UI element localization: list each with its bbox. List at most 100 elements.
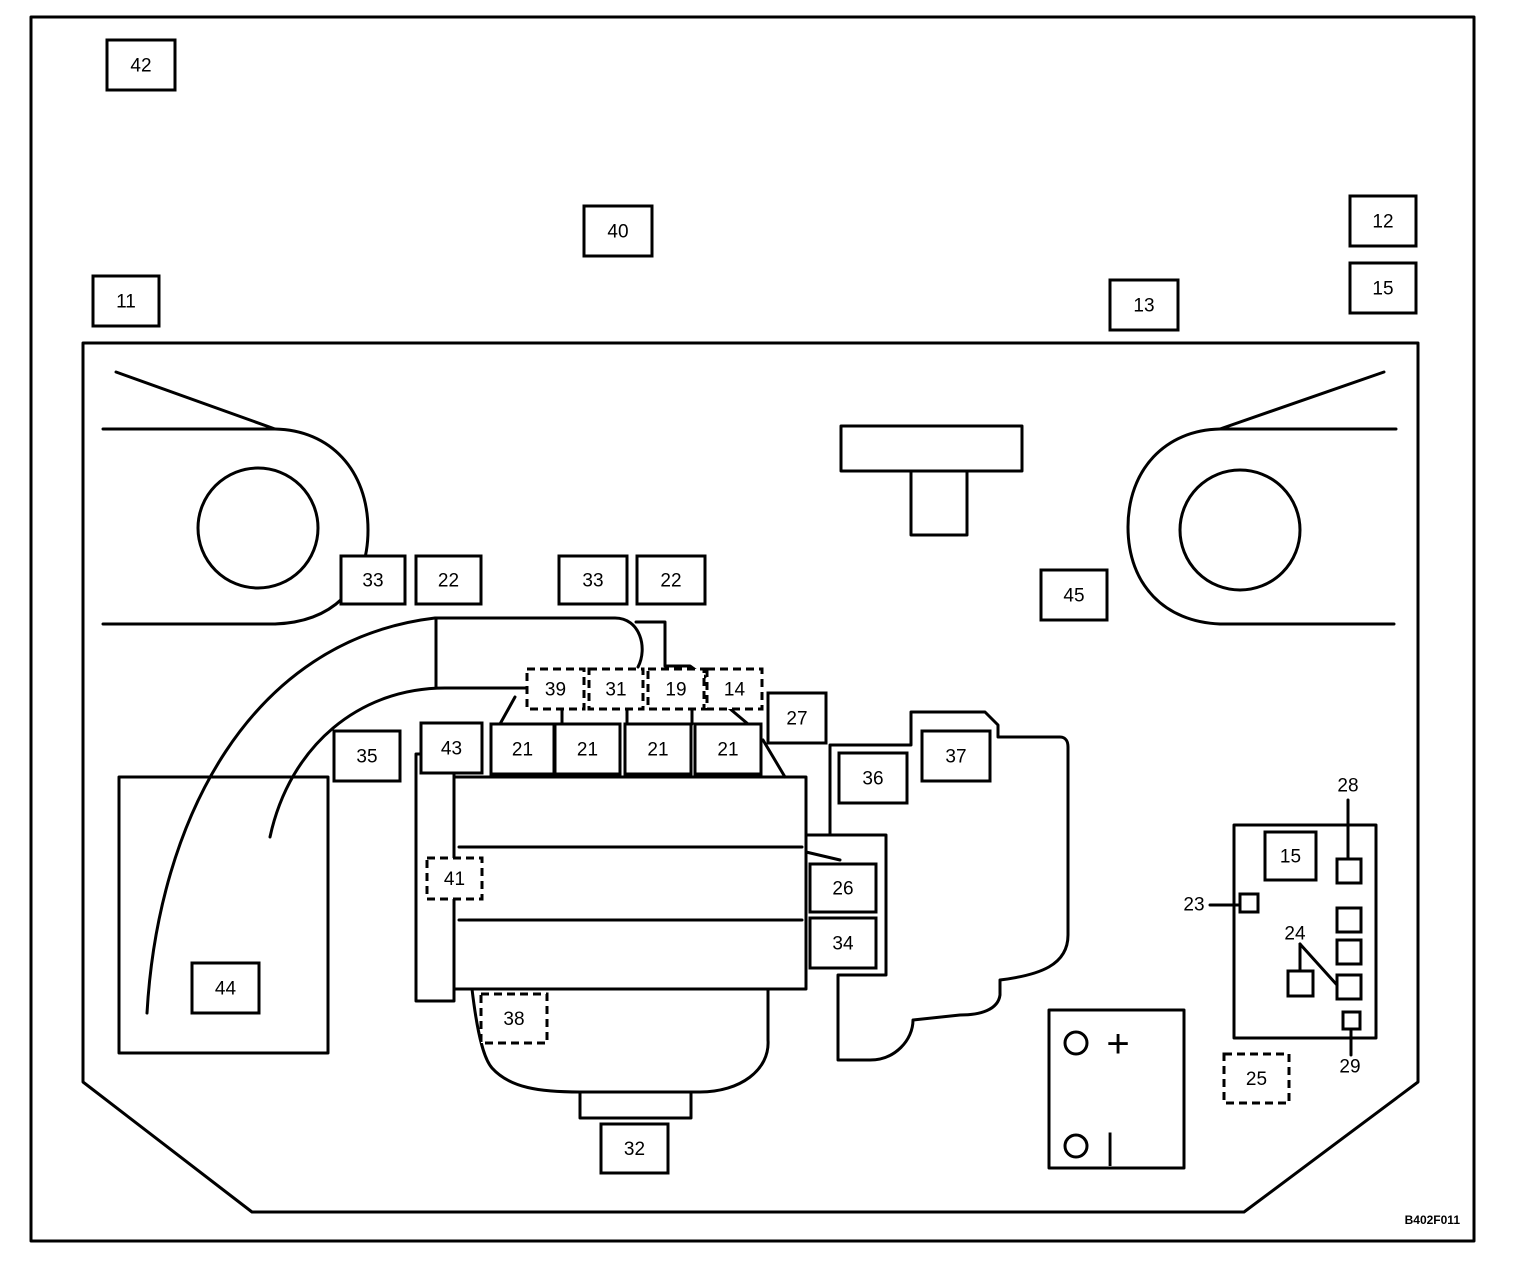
callout-box xyxy=(599,1122,670,1175)
callout-c21c: 21 xyxy=(623,722,693,776)
callout-number: 13 xyxy=(1133,296,1154,317)
callout-c15b: 15 xyxy=(1263,830,1318,882)
outer-frame xyxy=(29,15,1476,1243)
callout-number: 40 xyxy=(607,222,628,243)
relay-24-left xyxy=(1286,969,1315,998)
callout-box xyxy=(1039,568,1109,622)
callout-number: 14 xyxy=(724,680,746,701)
engine-bay-outline xyxy=(81,341,1420,1214)
callout-number: 38 xyxy=(503,1009,524,1030)
callout-c42: 42 xyxy=(105,38,177,92)
callout-box xyxy=(1348,261,1418,315)
washer-reservoir xyxy=(117,775,330,1055)
callout-box xyxy=(489,722,556,776)
callout-c13: 13 xyxy=(1108,278,1180,332)
callout-number: 11 xyxy=(116,292,136,313)
label-23: 23 xyxy=(1183,895,1204,916)
callout-box xyxy=(105,38,177,92)
callout-number: 35 xyxy=(356,747,377,768)
relay-28 xyxy=(1335,857,1363,885)
label-24: 24 xyxy=(1284,924,1306,945)
callout-number: 22 xyxy=(438,571,459,592)
callout-c11: 11 xyxy=(91,274,161,328)
callout-number: 21 xyxy=(647,740,668,761)
callout-c31: 31 xyxy=(587,667,645,711)
callout-number: 42 xyxy=(130,56,151,77)
callout-box xyxy=(808,916,878,970)
callout-box xyxy=(920,729,992,783)
callout-c19: 19 xyxy=(646,667,706,711)
callout-box xyxy=(525,667,586,711)
callout-c44: 44 xyxy=(190,961,261,1015)
callout-number: 21 xyxy=(717,740,738,761)
callout-box xyxy=(419,721,484,775)
callout-c12: 12 xyxy=(1348,194,1418,248)
callout-box xyxy=(425,856,484,901)
callout-box xyxy=(339,554,407,606)
callout-c45: 45 xyxy=(1039,568,1109,622)
callout-box xyxy=(766,691,828,745)
callout-c36: 36 xyxy=(837,751,909,805)
callout-c38: 38 xyxy=(479,992,549,1045)
callout-box xyxy=(693,722,763,776)
fuse-23 xyxy=(1238,892,1260,914)
callout-number: 33 xyxy=(582,571,603,592)
callout-box xyxy=(553,722,622,776)
relay-slot-a xyxy=(1335,906,1363,934)
callout-box xyxy=(557,554,629,606)
callout-number: 21 xyxy=(512,740,533,761)
callout-number: 21 xyxy=(577,740,598,761)
callout-number: 43 xyxy=(441,739,462,760)
callout-number: 33 xyxy=(362,571,383,592)
engine-block xyxy=(414,752,808,1120)
right-headlamp xyxy=(1126,370,1398,626)
callout-number: 22 xyxy=(660,571,681,592)
injector-leads xyxy=(498,695,842,862)
callout-c40: 40 xyxy=(582,204,654,258)
callout-number: 39 xyxy=(545,680,566,701)
callout-box xyxy=(1108,278,1180,332)
relay-slot-b xyxy=(1335,938,1363,966)
callout-c25: 25 xyxy=(1222,1052,1291,1105)
callout-number: 36 xyxy=(862,769,883,790)
callout-c34: 34 xyxy=(808,916,878,970)
callout-box xyxy=(91,274,161,328)
transmission xyxy=(804,710,1070,1062)
callout-number: 26 xyxy=(832,879,853,900)
callout-box xyxy=(623,722,693,776)
callout-box xyxy=(332,729,402,783)
callout-c33b: 33 xyxy=(557,554,629,606)
callout-c35: 35 xyxy=(332,729,402,783)
fuse-relay-box xyxy=(1208,798,1378,1057)
callout-box xyxy=(587,667,645,711)
battery: + | xyxy=(1047,1008,1186,1170)
callout-box xyxy=(414,554,483,606)
callout-box xyxy=(582,204,654,258)
callout-box xyxy=(808,862,878,914)
callout-c39: 39 xyxy=(525,667,586,711)
callout-c21a: 21 xyxy=(489,722,556,776)
callout-number: 37 xyxy=(945,747,966,768)
callout-box xyxy=(1222,1052,1291,1105)
callout-number: 19 xyxy=(665,680,686,701)
battery-minus-terminal: | xyxy=(1105,1126,1114,1167)
callout-box xyxy=(1263,830,1318,882)
callout-number: 15 xyxy=(1280,847,1301,868)
fuse-29 xyxy=(1341,1010,1362,1031)
callout-number: 12 xyxy=(1372,212,1393,233)
callout-box xyxy=(705,667,764,711)
callout-c22a: 22 xyxy=(414,554,483,606)
callout-box xyxy=(479,992,549,1045)
callout-c37: 37 xyxy=(920,729,992,783)
callout-number: 44 xyxy=(215,979,237,1000)
callout-box xyxy=(837,751,909,805)
callout-box xyxy=(190,961,261,1015)
callout-c14: 14 xyxy=(705,667,764,711)
callout-c41: 41 xyxy=(425,856,484,901)
callout-number: 27 xyxy=(786,709,807,730)
callout-labels: 42 40 12 15 11 13 33 22 33 22 45 39 31 19 14 27 35 43 21 21… xyxy=(91,38,1418,1175)
callout-c33a: 33 xyxy=(339,554,407,606)
callout-c32: 32 xyxy=(599,1122,670,1175)
battery-plus-terminal: + xyxy=(1106,1022,1129,1066)
relay-24-right xyxy=(1335,973,1363,1001)
